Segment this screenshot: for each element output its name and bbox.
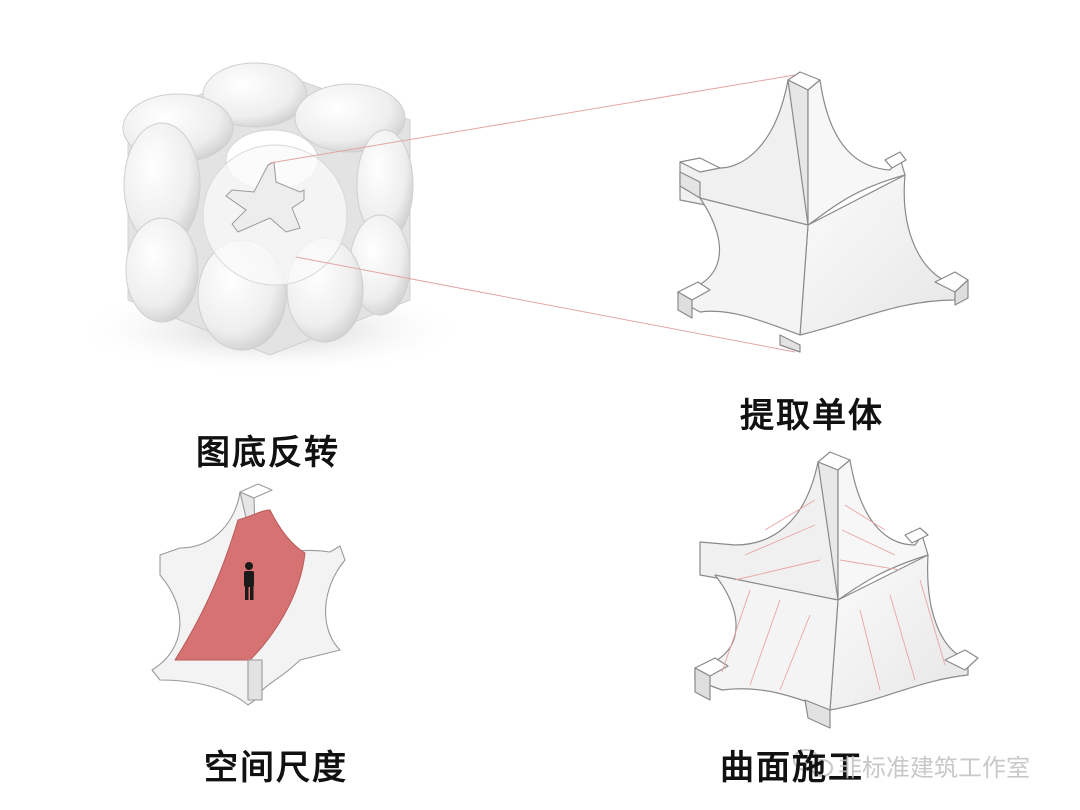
caption-spatial-scale: 空间尺度 bbox=[204, 748, 348, 788]
extraction-guide-lines bbox=[269, 74, 796, 353]
extracted-unit-model bbox=[677, 71, 969, 353]
construction-seams bbox=[721, 499, 946, 691]
caption-surface-construction: 曲面施工 bbox=[720, 748, 864, 788]
caption-extract-unit: 提取单体 bbox=[740, 396, 884, 436]
spatial-scale-model bbox=[151, 483, 346, 706]
human-scale-figure bbox=[244, 562, 254, 600]
watermark-text: 非标准建筑工作室 bbox=[838, 754, 1030, 782]
sphere-cube-model bbox=[70, 62, 470, 375]
caption-inversion: 图底反转 bbox=[196, 433, 340, 473]
construction-model bbox=[694, 451, 979, 729]
highlight-plane bbox=[174, 509, 306, 661]
wechat-icon bbox=[793, 749, 833, 777]
